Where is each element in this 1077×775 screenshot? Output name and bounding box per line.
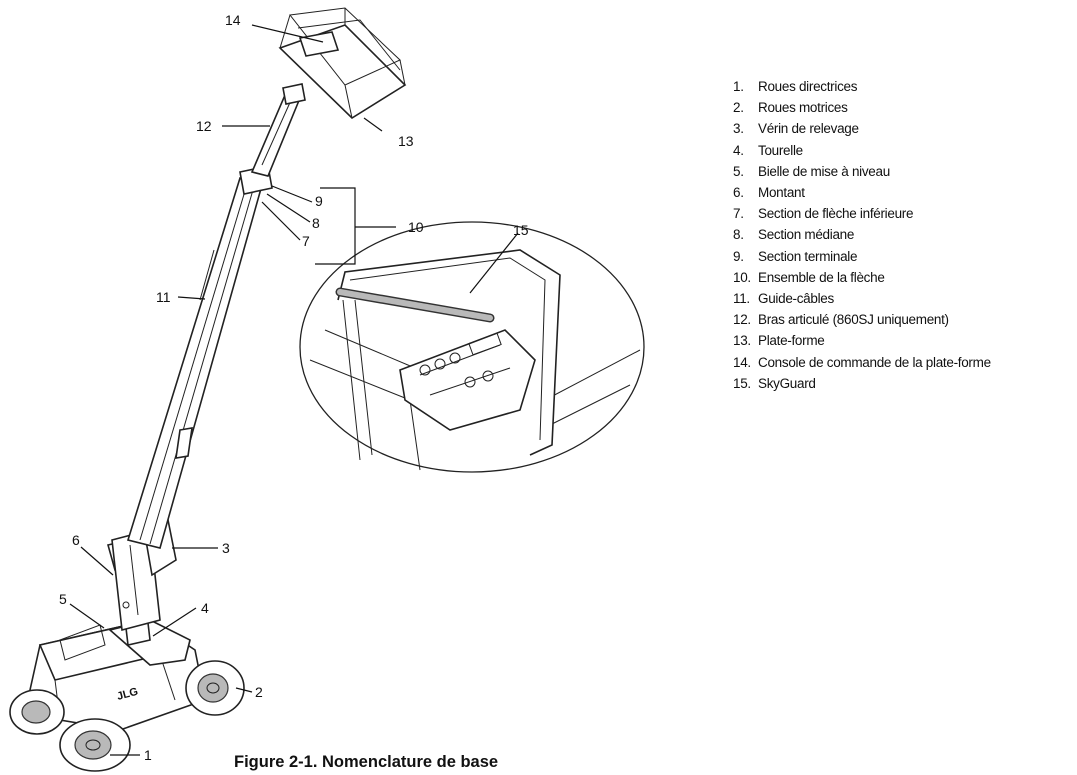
legend-number: 4. <box>733 142 744 158</box>
skyguard-detail <box>299 221 645 473</box>
legend-item: 15. SkyGuard <box>733 373 991 394</box>
legend-item: 1. Roues directrices <box>733 76 991 97</box>
legend-label: Plate-forme <box>758 333 825 349</box>
legend-label: Bielle de mise à niveau <box>758 163 890 179</box>
callout-12: 12 <box>196 118 212 134</box>
legend-item: 6. Montant <box>733 182 991 203</box>
legend-label: Ensemble de la flèche <box>758 269 885 285</box>
legend-label: Console de commande de la plate-forme <box>758 354 991 370</box>
callout-11: 11 <box>156 289 171 305</box>
legend-item: 11. Guide-câbles <box>733 288 991 309</box>
legend-number: 3. <box>733 121 744 137</box>
legend-item: 12. Bras articulé (860SJ uniquement) <box>733 309 991 330</box>
legend-item: 5. Bielle de mise à niveau <box>733 161 991 182</box>
legend-label: Vérin de relevage <box>758 121 859 137</box>
legend-number: 15. <box>733 375 751 391</box>
legend-label: Roues directrices <box>758 79 858 94</box>
callout-4: 4 <box>201 600 209 616</box>
legend-label: Bras articulé (860SJ uniquement) <box>758 312 949 328</box>
callout-10: 10 <box>408 219 424 235</box>
legend-number: 7. <box>733 206 744 222</box>
svg-text:JLG: JLG <box>116 686 140 703</box>
legend-label: Roues motrices <box>758 100 848 116</box>
callout-14: 14 <box>225 12 241 28</box>
callout-7: 7 <box>302 233 310 249</box>
callout-15: 15 <box>513 222 529 238</box>
legend-item: 4. Tourelle <box>733 140 991 161</box>
legend-item: 8. Section médiane <box>733 224 991 245</box>
legend-number: 11. <box>733 291 750 307</box>
legend-item: 2. Roues motrices <box>733 97 991 118</box>
legend-label: Section de flèche inférieure <box>758 206 914 222</box>
drive-wheel <box>185 660 245 716</box>
callout-5: 5 <box>59 591 67 607</box>
legend-number: 13. <box>733 333 751 349</box>
legend-item: 3. Vérin de relevage <box>733 118 991 139</box>
legend-item: 13. Plate-forme <box>733 330 991 351</box>
legend-number: 5. <box>733 163 744 179</box>
legend-item: 7. Section de flèche inférieure <box>733 203 991 224</box>
legend-number: 2. <box>733 100 744 116</box>
legend-number: 9. <box>733 248 744 264</box>
callout-1: 1 <box>144 747 152 763</box>
leader-lines <box>69 24 519 756</box>
legend-number: 6. <box>733 185 744 201</box>
callout-3: 3 <box>222 540 230 556</box>
callout-13: 13 <box>398 133 414 149</box>
legend-number: 12. <box>733 312 751 328</box>
jib-arm <box>250 83 306 177</box>
legend-number: 8. <box>733 227 744 243</box>
callout-2: 2 <box>255 684 263 700</box>
steer-wheel-front <box>59 718 131 772</box>
callout-6: 6 <box>72 532 80 548</box>
legend-number: 1. <box>733 79 744 94</box>
legend-label: Montant <box>758 185 805 201</box>
callout-labels: 14 12 13 9 8 7 10 11 15 6 3 5 4 2 1 <box>59 12 529 763</box>
figure-caption: Figure 2-1. Nomenclature de base <box>234 753 499 771</box>
legend-label: Guide-câbles <box>758 291 834 307</box>
legend-item: 10. Ensemble de la flèche <box>733 267 991 288</box>
steer-wheel-rear <box>9 689 65 735</box>
legend-label: Section terminale <box>758 248 858 264</box>
legend-item: 9. Section terminale <box>733 246 991 267</box>
platform <box>278 7 407 120</box>
legend-item: 14. Console de commande de la plate-forme <box>733 352 991 373</box>
boom-assembly <box>126 165 273 549</box>
callout-8: 8 <box>312 215 320 231</box>
legend-label: Section médiane <box>758 227 855 243</box>
legend-number: 10. <box>733 269 751 285</box>
legend-number: 14. <box>733 354 751 370</box>
legend-label: SkyGuard <box>758 375 816 391</box>
callout-9: 9 <box>315 193 323 209</box>
parts-legend: 1. Roues directrices 2. Roues motrices 3. V… <box>733 76 991 394</box>
legend-label: Tourelle <box>758 142 803 158</box>
